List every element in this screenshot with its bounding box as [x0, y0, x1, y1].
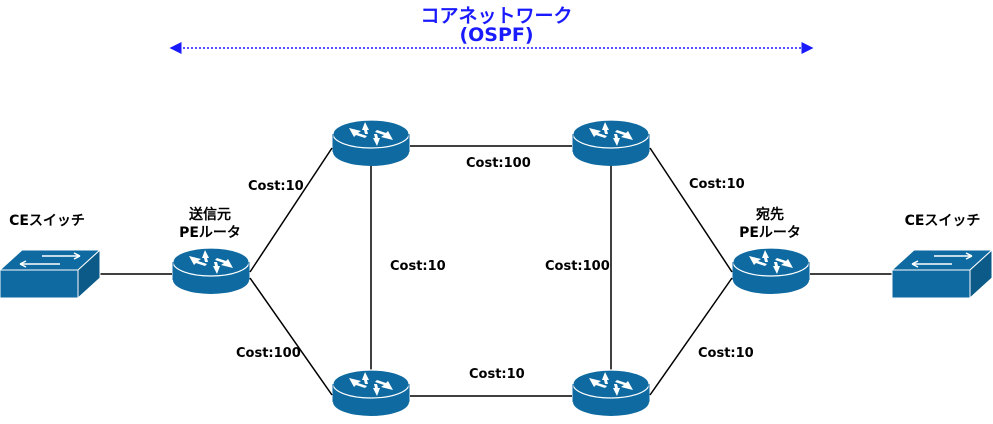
core-bottom-right-router-icon — [572, 369, 650, 417]
subtitle: (OSPF) — [459, 24, 534, 46]
ce-right-label: CEスイッチ — [904, 213, 981, 229]
link-bottom-right-to-pe-dst — [649, 277, 733, 396]
cost-label-right-vertical: Cost:100 — [545, 259, 610, 274]
link-pe-src-to-top-left — [249, 147, 333, 273]
ce-switch-right-icon — [891, 249, 993, 299]
pe-dst-label: 宛先 PEルータ — [739, 207, 801, 241]
cost-label-left-vertical: Cost:10 — [390, 259, 446, 274]
pe-dst-router-icon — [732, 247, 810, 295]
cost-label-src-top: Cost:10 — [248, 179, 304, 194]
links — [100, 145, 893, 397]
cost-label-dst-top: Cost:10 — [689, 177, 745, 192]
title: コアネットワーク — [420, 5, 573, 27]
cost-label-bottom: Cost:10 — [469, 367, 525, 382]
link-pe-src-to-bottom-left — [249, 277, 333, 396]
link-top-right-to-pe-dst — [649, 147, 733, 273]
cost-label-top: Cost:100 — [466, 156, 531, 171]
ce-left-label: CEスイッチ — [9, 213, 85, 229]
cost-label-dst-bottom: Cost:10 — [698, 346, 754, 361]
cost-label-src-bottom: Cost:100 — [236, 346, 301, 361]
pe-src-router-icon — [172, 247, 250, 295]
ce-switch-left-icon — [0, 249, 101, 299]
core-top-right-router-icon — [572, 119, 650, 167]
core-bottom-left-router-icon — [332, 369, 410, 417]
pe-src-label: 送信元 PEルータ — [179, 207, 241, 241]
core-top-left-router-icon — [332, 119, 410, 167]
